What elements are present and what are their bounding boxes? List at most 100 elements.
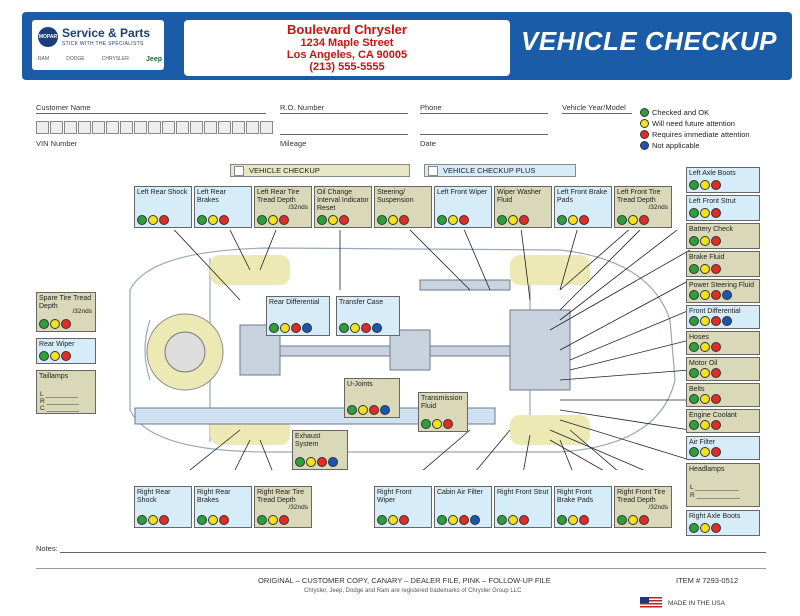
notes-field[interactable] [60,552,766,553]
status-dots[interactable] [689,236,722,246]
status-dot[interactable] [61,319,71,329]
status-dots[interactable] [377,215,410,225]
status-dot[interactable] [508,515,518,525]
status-dot[interactable] [219,215,229,225]
status-dots[interactable] [557,515,590,525]
right-front-strut-box[interactable]: Right Front Strut [494,486,552,528]
status-dot[interactable] [328,457,338,467]
status-dot[interactable] [159,515,169,525]
status-dot[interactable] [377,515,387,525]
status-dot[interactable] [519,515,529,525]
status-dot[interactable] [628,515,638,525]
status-dot[interactable] [269,323,279,333]
air-filter-box[interactable]: Air Filter [686,436,760,460]
status-dot[interactable] [700,316,710,326]
status-dot[interactable] [361,323,371,333]
status-dot[interactable] [197,515,207,525]
status-dots[interactable] [617,515,650,525]
status-dot[interactable] [700,342,710,352]
spare-tire-box[interactable]: Spare Tire Tread Depth /32nds [36,292,96,332]
status-dot[interactable] [568,215,578,225]
status-dots[interactable] [39,351,72,361]
status-dot[interactable] [700,394,710,404]
status-dot[interactable] [689,264,699,274]
headlamps-box[interactable]: Headlamps L ____________ R ____________ [686,463,760,507]
status-dot[interactable] [257,215,267,225]
right-front-tire-box[interactable]: Right Front Tire Tread Depth /32nds [614,486,672,528]
rear-differential-box[interactable]: Rear Differential [266,296,330,336]
status-dots[interactable] [257,515,290,525]
status-dot[interactable] [470,515,480,525]
status-dot[interactable] [689,342,699,352]
status-dot[interactable] [700,236,710,246]
status-dots[interactable] [347,405,391,415]
status-dots[interactable] [689,208,722,218]
status-dot[interactable] [689,523,699,533]
status-dot[interactable] [639,215,649,225]
status-dot[interactable] [557,515,567,525]
status-dot[interactable] [437,215,447,225]
status-dot[interactable] [437,515,447,525]
left-front-brake-pads-box[interactable]: Left Front Brake Pads [554,186,612,228]
right-rear-brakes-box[interactable]: Right Rear Brakes [194,486,252,528]
status-dot[interactable] [508,215,518,225]
hoses-box[interactable]: Hoses [686,331,760,355]
right-rear-shock-box[interactable]: Right Rear Shock [134,486,192,528]
tab-vehicle-checkup-plus[interactable]: VEHICLE CHECKUP PLUS [424,164,576,177]
rear-wiper-box[interactable]: Rear Wiper [36,338,96,364]
status-dots[interactable] [377,515,410,525]
left-axle-boots-box[interactable]: Left Axle Boots [686,167,760,193]
engine-coolant-box[interactable]: Engine Coolant [686,409,760,433]
status-dot[interactable] [257,515,267,525]
status-dot[interactable] [369,405,379,415]
status-dot[interactable] [639,515,649,525]
u-joints-box[interactable]: U-Joints [344,378,400,418]
status-dot[interactable] [302,323,312,333]
belts-box[interactable]: Belts [686,383,760,407]
status-dot[interactable] [317,457,327,467]
status-dot[interactable] [579,515,589,525]
status-dot[interactable] [50,351,60,361]
status-dot[interactable] [208,215,218,225]
status-dots[interactable] [497,215,530,225]
status-dots[interactable] [689,420,722,430]
motor-oil-box[interactable]: Motor Oil [686,357,760,381]
status-dot[interactable] [159,215,169,225]
left-front-tire-box[interactable]: Left Front Tire Tread Depth /32nds [614,186,672,228]
status-dot[interactable] [358,405,368,415]
status-dot[interactable] [519,215,529,225]
status-dots[interactable] [689,447,722,457]
status-dot[interactable] [628,215,638,225]
taillamps-box[interactable]: Taillamps L _________ R _________ C ____… [36,370,96,414]
wiper-washer-box[interactable]: Wiper Washer Fluid [494,186,552,228]
status-dots[interactable] [39,319,72,329]
checkup-checkbox[interactable] [234,166,244,176]
status-dots[interactable] [689,368,722,378]
status-dot[interactable] [711,208,721,218]
left-rear-shock-box[interactable]: Left Rear Shock [134,186,192,228]
status-dot[interactable] [347,405,357,415]
status-dots[interactable] [689,342,722,352]
status-dot[interactable] [61,351,71,361]
brake-fluid-box[interactable]: Brake Fluid [686,251,760,277]
cabin-air-filter-box[interactable]: Cabin Air Filter [434,486,492,528]
status-dot[interactable] [700,264,710,274]
status-dot[interactable] [306,457,316,467]
status-dots[interactable] [437,515,481,525]
status-dot[interactable] [208,515,218,525]
status-dot[interactable] [219,515,229,525]
status-dot[interactable] [137,215,147,225]
exhaust-system-box[interactable]: Exhaust System [292,430,348,470]
left-front-wiper-box[interactable]: Left Front Wiper [434,186,492,228]
status-dot[interactable] [711,420,721,430]
status-dot[interactable] [557,215,567,225]
status-dot[interactable] [579,215,589,225]
status-dot[interactable] [268,215,278,225]
status-dot[interactable] [443,419,453,429]
status-dot[interactable] [295,457,305,467]
tab-vehicle-checkup[interactable]: VEHICLE CHECKUP [230,164,410,177]
status-dots[interactable] [497,515,530,525]
status-dot[interactable] [700,447,710,457]
status-dot[interactable] [722,290,732,300]
status-dot[interactable] [689,180,699,190]
